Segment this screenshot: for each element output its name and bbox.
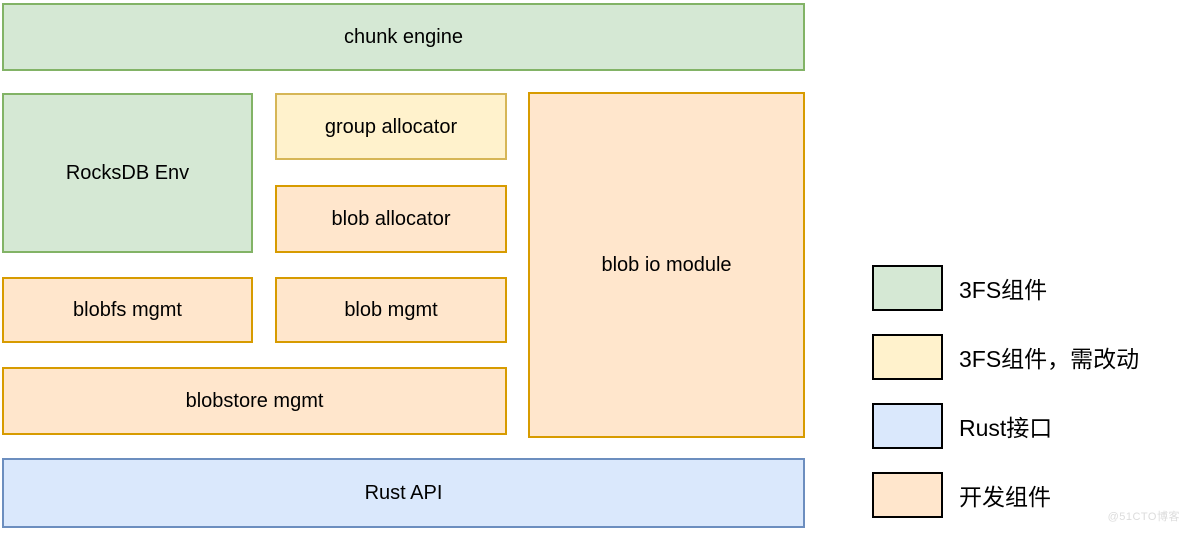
diagram-node-blobfs-mgmt: blobfs mgmt bbox=[2, 277, 253, 343]
diagram-node-blob-allocator: blob allocator bbox=[275, 185, 507, 253]
diagram-node-blob-mgmt: blob mgmt bbox=[275, 277, 507, 343]
node-label: group allocator bbox=[324, 115, 458, 138]
node-label: Rust API bbox=[364, 482, 443, 504]
legend-swatch-blue bbox=[872, 403, 943, 449]
legend-item-dev-component: 开发组件 bbox=[872, 472, 1184, 518]
diagram-node-rocksdb-env: RocksDB Env bbox=[2, 93, 253, 253]
diagram-node-chunk-engine: chunk engine bbox=[2, 3, 805, 71]
node-label: RocksDB Env bbox=[65, 162, 190, 184]
diagram-node-blobstore-mgmt: blobstore mgmt bbox=[2, 367, 507, 435]
node-label: blob io module bbox=[601, 254, 732, 276]
legend-swatch-orange bbox=[872, 472, 943, 518]
diagram-node-blob-io-module: blob io module bbox=[528, 92, 805, 438]
node-label: blobstore mgmt bbox=[185, 390, 324, 412]
diagram-node-rust-api: Rust API bbox=[2, 458, 805, 528]
diagram-node-group-allocator: group allocator bbox=[275, 93, 507, 160]
architecture-diagram: chunk engine RocksDB Env group allocator… bbox=[2, 3, 1180, 528]
legend-label: 3FS组件 bbox=[959, 277, 1048, 303]
node-label: blob allocator bbox=[331, 208, 451, 230]
legend-label: 开发组件 bbox=[959, 484, 1051, 510]
legend: 3FS组件 3FS组件，需改动 Rust接口 开发组件 bbox=[872, 265, 1184, 541]
watermark: @51CTO博客 bbox=[1107, 511, 1180, 523]
node-label: blobfs mgmt bbox=[73, 299, 182, 321]
legend-label: Rust接口 bbox=[959, 415, 1053, 441]
legend-item-rust-interface: Rust接口 bbox=[872, 403, 1184, 449]
legend-swatch-yellow bbox=[872, 334, 943, 380]
node-label: blob mgmt bbox=[344, 299, 438, 321]
node-label: chunk engine bbox=[344, 26, 463, 48]
legend-item-3fs-component-modified: 3FS组件，需改动 bbox=[872, 334, 1184, 380]
legend-swatch-green bbox=[872, 265, 943, 311]
legend-label: 3FS组件，需改动 bbox=[959, 346, 1140, 372]
legend-item-3fs-component: 3FS组件 bbox=[872, 265, 1184, 311]
